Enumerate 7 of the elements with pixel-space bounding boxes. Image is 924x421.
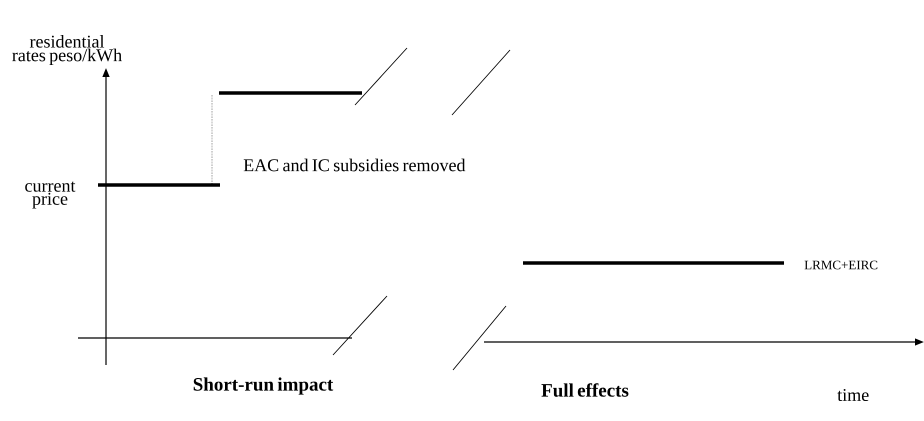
axis-label: time	[837, 388, 869, 402]
axis-label: residential rates peso/kWh	[12, 35, 122, 65]
period-label: Short-run impact	[194, 377, 334, 395]
axis-label: EAC and IC subsidies removed	[244, 158, 466, 172]
period-label: Full effects	[541, 383, 628, 397]
line-label: LRMC+EIRC	[804, 260, 878, 270]
axis-label: current price	[25, 181, 76, 209]
